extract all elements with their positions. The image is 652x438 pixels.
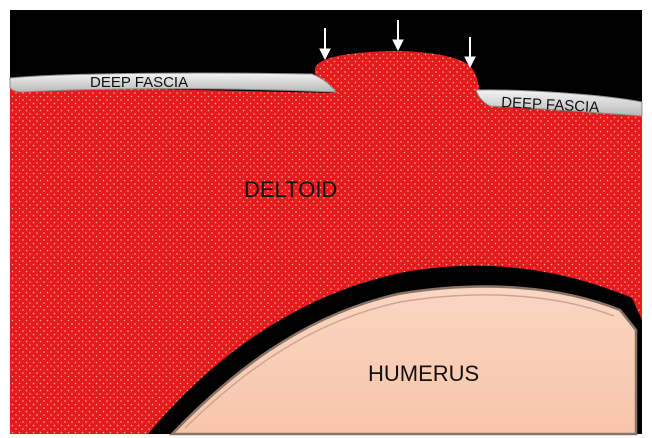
humerus-label: HUMERUS [368,361,479,386]
deltoid-label: DELTOID [244,177,337,202]
deep-fascia-left-label: DEEP FASCIA [90,74,188,91]
